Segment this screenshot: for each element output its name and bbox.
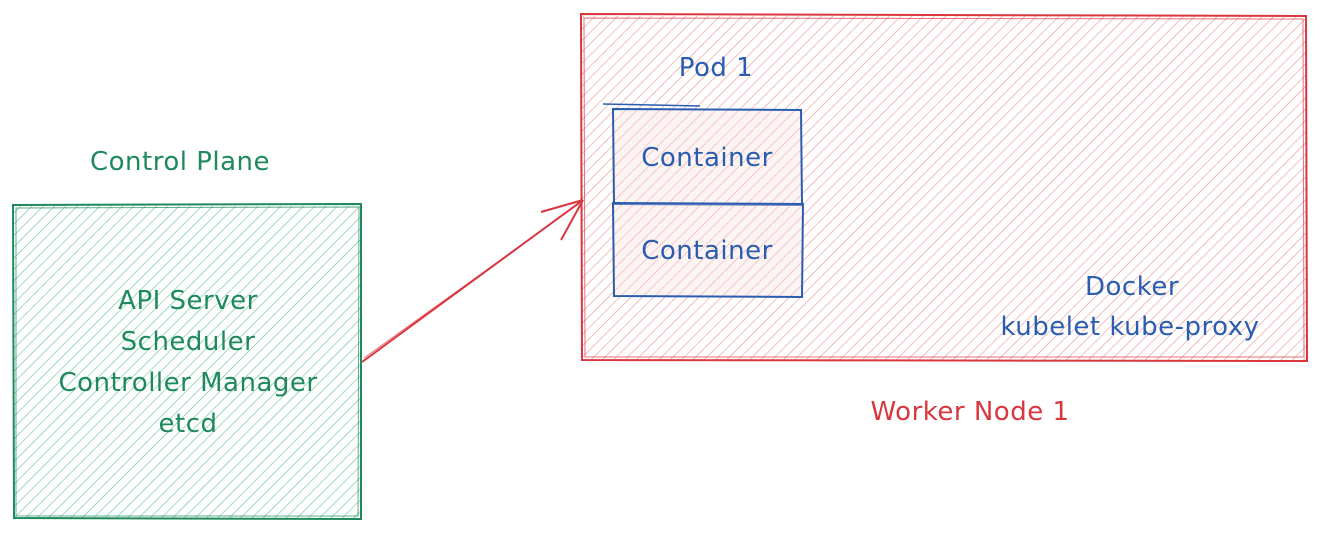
container-label: Container — [641, 143, 773, 173]
container-label: Container — [641, 236, 773, 266]
control-plane-component: Controller Manager — [58, 368, 317, 398]
connection-arrow — [361, 199, 584, 363]
control-plane-component: Scheduler — [121, 327, 256, 357]
pod-title: Pod 1 — [679, 53, 753, 83]
pod-container-box[interactable] — [602, 103, 804, 207]
worker-service: kubelet kube-proxy — [1000, 312, 1259, 342]
pod-container-box[interactable] — [611, 201, 805, 299]
control-plane-component: API Server — [118, 286, 258, 316]
worker-service: Docker — [1085, 272, 1179, 302]
worker-node-box[interactable] — [579, 12, 1309, 363]
control-plane-component: etcd — [159, 409, 218, 439]
control-plane-box[interactable] — [11, 202, 362, 521]
worker-node-title: Worker Node 1 — [870, 397, 1069, 427]
control-plane-title: Control Plane — [90, 147, 270, 177]
